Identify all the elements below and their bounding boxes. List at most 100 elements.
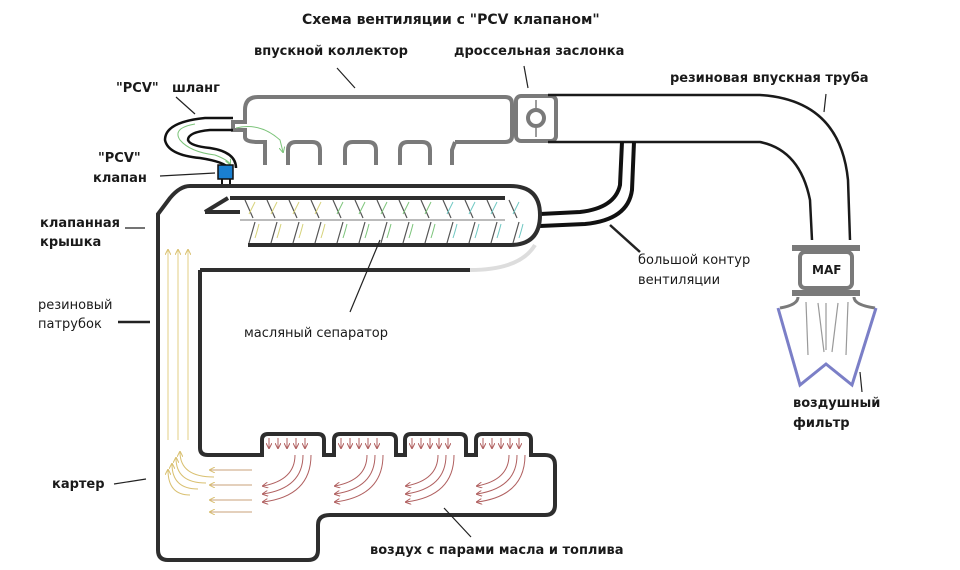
baffle-top: [420, 199, 430, 219]
label-rubber-intake-pipe: резиновая впускная труба: [670, 71, 869, 86]
flow-arrow: [342, 223, 348, 239]
flow-arrow-manifold: [235, 126, 283, 153]
flow-arrow-curve: [180, 452, 215, 478]
label-valve-cover-1: клапанная: [40, 216, 120, 231]
flow-arrow-curve: [406, 454, 455, 502]
flow-arrow: [276, 223, 282, 239]
baffle-top: [332, 199, 342, 219]
flow-arrow: [364, 223, 370, 239]
label-big-loop-1: большой контур: [638, 253, 751, 268]
flow-arrow: [380, 201, 388, 215]
baffle-top: [288, 199, 298, 219]
flow-arrow-curve: [263, 454, 312, 502]
flow-arrow: [254, 223, 260, 239]
flow-arrow-curve: [176, 458, 207, 484]
flow-arrows-up: [168, 250, 215, 496]
baffle-bottom: [490, 221, 498, 244]
flow-arrow-curve: [477, 454, 510, 486]
flow-arrow: [298, 223, 304, 239]
baffle-bottom: [336, 221, 344, 244]
flow-arrow: [490, 201, 498, 215]
label-big-loop-2: вентиляции: [638, 273, 721, 288]
flow-arrow-curve: [335, 454, 376, 494]
oil-separator-baffles: [240, 199, 524, 244]
flow-arrow-curve: [335, 454, 384, 502]
baffle-bottom: [270, 221, 278, 244]
flow-arrow: [248, 201, 256, 215]
label-throttle: дроссельная заслонка: [454, 44, 625, 59]
flow-arrow: [358, 201, 366, 215]
label-oil-separator: масляный сепаратор: [244, 326, 389, 341]
flow-arrow: [270, 201, 278, 215]
baffle-bottom: [512, 221, 520, 244]
flow-arrow-curve: [172, 464, 199, 490]
baffle-bottom: [446, 221, 454, 244]
flow-arrow-curve: [406, 454, 439, 486]
label-air-filter-2: фильтр: [793, 416, 850, 431]
pcv-valve: [217, 164, 234, 180]
flow-arrow: [518, 223, 524, 239]
flow-arrow-curve: [168, 470, 191, 496]
rubber-intake-pipe: [548, 93, 852, 241]
leader-lines: [113, 65, 863, 538]
diagram-title: Схема вентиляции с "PCV клапаном": [302, 12, 600, 28]
baffle-bottom: [314, 221, 322, 244]
flow-arrow: [496, 223, 502, 239]
baffle-top: [376, 199, 386, 219]
baffle-bottom: [402, 221, 410, 244]
baffle-bottom: [358, 221, 366, 244]
baffle-bottom: [248, 221, 256, 244]
flow-arrows-crankcase: [210, 438, 526, 512]
flow-arrow-curve: [263, 454, 296, 486]
baffle-bottom: [468, 221, 476, 244]
flow-arrow: [320, 223, 326, 239]
label-blowby: воздух с парами масла и топлива: [370, 543, 624, 558]
flow-arrow-curve: [477, 454, 526, 502]
flow-arrow: [292, 201, 300, 215]
flow-arrow: [512, 201, 520, 215]
flow-arrow-curve: [406, 454, 447, 494]
flow-arrow-curve: [477, 454, 518, 494]
baffle-top: [486, 199, 496, 219]
baffle-top: [508, 199, 518, 219]
label-intake-manifold: впускной коллектор: [254, 44, 408, 59]
label-pcv-valve: клапан: [93, 171, 147, 186]
flow-arrow-curve: [335, 454, 368, 486]
label-rubber-pipe-2: патрубок: [38, 317, 102, 332]
flow-arrow: [424, 201, 432, 215]
baffle-bottom: [292, 221, 300, 244]
air-filter: [776, 296, 878, 388]
flow-arrow: [402, 201, 410, 215]
label-pcv-valve-quote: "PCV": [98, 151, 141, 166]
label-pcv-hose: шланг: [172, 81, 220, 96]
baffle-top: [464, 199, 474, 219]
flow-arrow: [430, 223, 436, 239]
label-valve-cover-2: крышка: [40, 235, 102, 250]
baffle-top: [266, 199, 276, 219]
flow-arrow: [468, 201, 476, 215]
flow-arrow: [474, 223, 480, 239]
flow-arrow-curve: [263, 454, 304, 494]
baffle-bottom: [380, 221, 388, 244]
label-rubber-pipe-1: резиновый: [38, 298, 113, 313]
baffle-top: [398, 199, 408, 219]
label-maf: MAF: [812, 263, 842, 277]
label-pcv-hose-quote: "PCV": [116, 81, 159, 96]
baffle-top: [354, 199, 364, 219]
flow-arrow: [336, 201, 344, 215]
flow-arrow: [452, 223, 458, 239]
flow-arrow: [408, 223, 414, 239]
baffle-top: [442, 199, 452, 219]
label-air-filter-1: воздушный: [793, 396, 881, 411]
throttle-body: [514, 94, 558, 143]
label-crankcase: картер: [52, 477, 105, 492]
baffle-top: [310, 199, 320, 219]
intake-manifold: [231, 95, 514, 165]
baffle-top: [244, 199, 254, 219]
flow-arrow: [386, 223, 392, 239]
pcv-hose: [163, 116, 238, 169]
flow-arrow: [314, 201, 322, 215]
maf-sensor: [792, 245, 860, 296]
engine-block-outline: [156, 184, 557, 562]
